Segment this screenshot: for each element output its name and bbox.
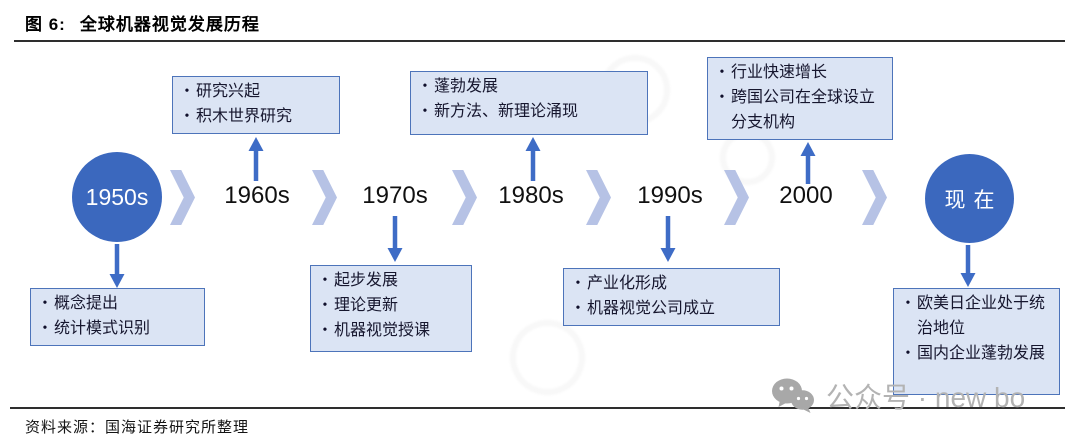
- callout-box-now: • 欧美日企业处于统治地位 • 国内企业蓬勃发展: [893, 288, 1060, 395]
- callout-box-2000: • 行业快速增长 • 跨国公司在全球设立分支机构: [707, 57, 893, 140]
- bullet-item: • 欧美日企业处于统治地位: [899, 292, 1053, 342]
- bullet-item: • 机器视觉授课: [316, 319, 465, 344]
- bullet-icon: •: [322, 322, 328, 338]
- chevron-right-icon: [862, 170, 887, 225]
- bullet-icon: •: [42, 320, 48, 336]
- figure-title: 图 6: 全球机器视觉发展历程: [25, 10, 260, 35]
- chevron-right-icon: [452, 170, 477, 225]
- bullet-icon: •: [422, 79, 428, 94]
- bullet-item: • 新方法、新理论涌现: [416, 100, 641, 125]
- bullet-text: 欧美日企业处于统治地位: [917, 295, 1046, 337]
- down-arrow-icon: [109, 244, 125, 288]
- down-arrow-icon: [387, 216, 403, 262]
- callout-box-1990s: • 产业化形成 • 机器视觉公司成立: [563, 268, 780, 326]
- callout-box-1980s: • 蓬勃发展 • 新方法、新理论涌现: [410, 71, 648, 135]
- bullet-icon: •: [575, 300, 581, 316]
- bullet-item: • 起步发展: [316, 269, 465, 294]
- bullet-text: 理论更新: [334, 296, 399, 314]
- wechat-icon: [772, 378, 814, 413]
- figure-title-text: 全球机器视觉发展历程: [79, 15, 260, 34]
- bullet-text: 起步发展: [334, 272, 399, 289]
- chevron-right-icon: [586, 170, 611, 225]
- bullet-text: 研究兴起: [196, 83, 261, 100]
- bullet-icon: •: [905, 296, 911, 311]
- bullet-item: • 产业化形成: [569, 272, 773, 297]
- bullet-text: 概念提出: [54, 295, 119, 312]
- bullet-icon: •: [184, 84, 190, 99]
- bullet-icon: •: [719, 89, 725, 105]
- bullet-icon: •: [322, 273, 328, 288]
- chevron-right-icon: [170, 170, 195, 225]
- header-divider-line: [14, 40, 1065, 42]
- era-circle-now: 现在: [925, 154, 1014, 243]
- bullet-item: • 行业快速增长: [713, 61, 886, 86]
- bullet-text: 行业快速增长: [731, 64, 828, 81]
- up-arrow-icon: [248, 137, 264, 181]
- bullet-icon: •: [42, 296, 48, 311]
- bullet-icon: •: [184, 108, 190, 124]
- era-label-1970s: 1970s: [362, 182, 428, 209]
- bullet-text: 产业化形成: [587, 275, 668, 292]
- era-label-2000: 2000: [779, 182, 833, 209]
- callout-box-1950s: • 概念提出 • 统计模式识别: [30, 288, 205, 346]
- bullet-text: 统计模式识别: [54, 319, 151, 337]
- down-arrow-icon: [960, 245, 976, 287]
- chevron-right-icon: [312, 170, 337, 225]
- bullet-text: 国内企业蓬勃发展: [917, 344, 1046, 362]
- bullet-item: • 研究兴起: [178, 80, 333, 105]
- bullet-icon: •: [575, 276, 581, 291]
- bullet-text: 蓬勃发展: [434, 78, 499, 95]
- era-label-1960s: 1960s: [224, 182, 290, 209]
- footer-divider-line: [10, 407, 1065, 409]
- bullet-item: • 积木世界研究: [178, 105, 333, 130]
- bullet-item: • 统计模式识别: [36, 317, 198, 342]
- watermark-text: 公众号 · new bo: [826, 382, 1026, 413]
- bullet-text: 新方法、新理论涌现: [434, 102, 579, 120]
- bullet-text: 机器视觉授课: [334, 321, 431, 339]
- bullet-item: • 国内企业蓬勃发展: [899, 342, 1053, 367]
- figure-number-label: 图 6:: [25, 15, 66, 34]
- bullet-item: • 跨国公司在全球设立分支机构: [713, 86, 886, 136]
- up-arrow-icon: [525, 137, 541, 181]
- up-arrow-icon: [800, 142, 816, 184]
- bullet-icon: •: [422, 103, 428, 119]
- bullet-icon: •: [719, 65, 725, 80]
- bullet-item: • 机器视觉公司成立: [569, 297, 773, 322]
- bullet-icon: •: [322, 297, 328, 313]
- bullet-text: 积木世界研究: [196, 107, 293, 125]
- down-arrow-icon: [660, 216, 676, 262]
- callout-box-1960s: • 研究兴起 • 积木世界研究: [172, 76, 340, 134]
- watermark: 公众号 · new bo: [770, 376, 1025, 416]
- bullet-text: 跨国公司在全球设立分支机构: [731, 88, 876, 131]
- era-label-1980s: 1980s: [498, 182, 564, 209]
- era-label-1990s: 1990s: [637, 182, 703, 209]
- bullet-item: • 蓬勃发展: [416, 75, 641, 100]
- bullet-text: 机器视觉公司成立: [587, 299, 716, 317]
- era-circle-1950s: 1950s: [72, 152, 162, 242]
- callout-box-1970s: • 起步发展 • 理论更新 • 机器视觉授课: [310, 265, 472, 352]
- bullet-item: • 理论更新: [316, 294, 465, 319]
- source-note: 资料来源：国海证券研究所整理: [25, 420, 250, 436]
- bullet-item: • 概念提出: [36, 292, 198, 317]
- bullet-icon: •: [905, 345, 911, 361]
